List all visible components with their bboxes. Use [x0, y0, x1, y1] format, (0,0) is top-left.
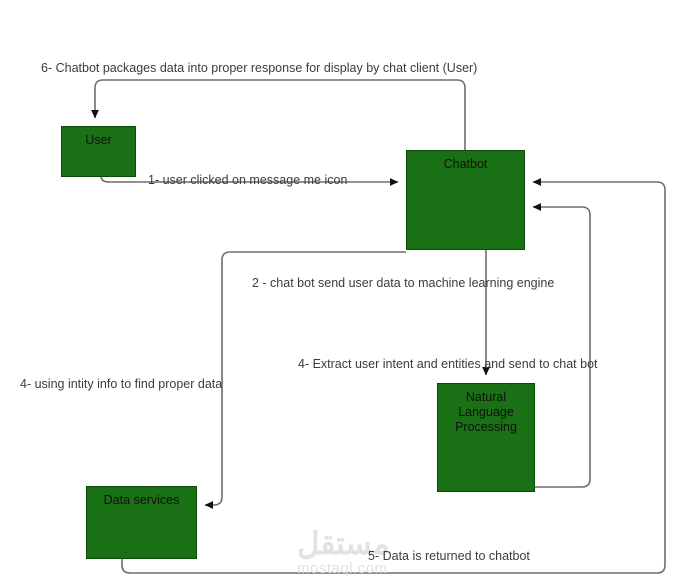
edge-label-6: 6- Chatbot packages data into proper res…	[41, 61, 478, 75]
edge-label-2: 2 - chat bot send user data to machine l…	[252, 276, 555, 290]
edge-path-6	[91, 79, 466, 150]
node-user-label: User	[85, 133, 112, 147]
node-user[interactable]: User	[61, 126, 136, 177]
edge-label-4-using-intity-info: 4- using intity info to find proper data	[20, 377, 223, 391]
node-data-services[interactable]: Data services	[86, 486, 197, 559]
edge-path-5	[121, 178, 666, 574]
node-chatbot-label: Chatbot	[443, 157, 488, 171]
node-data-services-label: Data services	[103, 493, 180, 507]
node-chatbot[interactable]: Chatbot	[406, 150, 525, 250]
edge-label-1: 1- user clicked on message me icon	[148, 173, 348, 187]
edge-path-4a	[532, 203, 591, 488]
edge-label-4-extract-user-intent: 4- Extract user intent and entities and …	[298, 357, 598, 371]
node-natural-language-processing[interactable]: Natural Language Processing	[437, 383, 535, 492]
node-natural-language-processing-label: Natural Language Processing	[455, 390, 517, 434]
edge-path-2	[204, 251, 406, 509]
edge-label-5: 5- Data is returned to chatbot	[368, 549, 530, 563]
